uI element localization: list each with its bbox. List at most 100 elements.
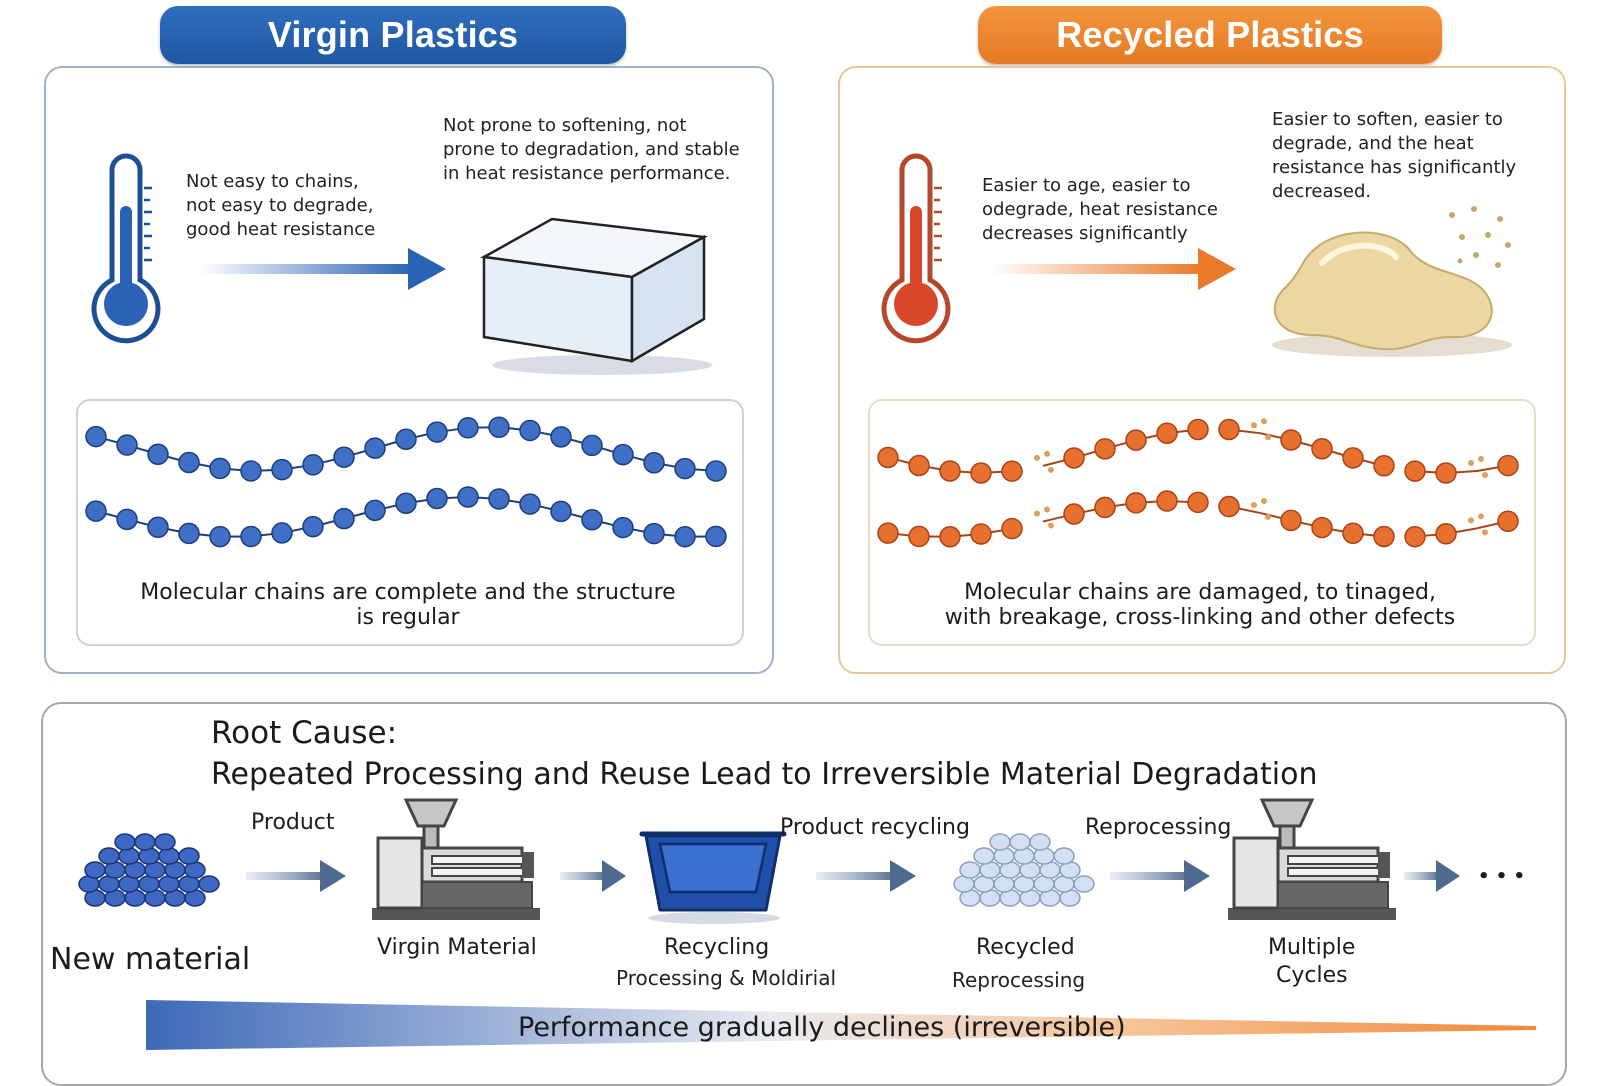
chain-bead <box>1219 419 1239 439</box>
chain-bead <box>971 463 991 483</box>
stage-multiple: Multiple <box>1268 935 1355 960</box>
chain-bead <box>241 461 261 481</box>
pellet <box>199 876 219 892</box>
root-cause-subtitle: Repeated Processing and Reuse Lead to Ir… <box>211 757 1317 792</box>
chain-bead <box>1498 456 1518 476</box>
injection-machine-icon <box>1228 796 1398 921</box>
chain-bead <box>396 493 416 513</box>
arrow-icon <box>200 246 450 292</box>
chain-bead <box>1343 523 1363 543</box>
chain-bead <box>1436 524 1456 544</box>
recycled-molecular-chains <box>868 399 1532 569</box>
chain-bead <box>971 524 991 544</box>
chain-bead <box>706 461 726 481</box>
chain-bead <box>675 459 695 479</box>
pellet <box>115 834 135 850</box>
chain-bead <box>1498 511 1518 531</box>
plastic-tray-icon <box>638 826 788 926</box>
chain-bead <box>117 435 137 455</box>
chain-bead <box>210 527 230 547</box>
chain-bead <box>427 489 447 509</box>
chain-bead <box>334 447 354 467</box>
chain-bead <box>365 438 385 458</box>
chain-bead <box>1095 439 1115 459</box>
pellet <box>85 862 105 878</box>
chain-bead <box>1064 448 1084 468</box>
virgin-result-note: Not prone to softening, not prone to deg… <box>443 114 763 186</box>
chain-bead <box>458 487 478 507</box>
chain-bead <box>489 489 509 509</box>
chain-bead <box>86 427 106 447</box>
ice-cube-icon <box>482 215 722 375</box>
chain-bead <box>241 526 261 546</box>
pellet <box>135 834 155 850</box>
chain-bead <box>940 461 960 481</box>
chain-bead <box>675 527 695 547</box>
arrow-label-product: Product <box>251 810 335 835</box>
chain-bead <box>148 444 168 464</box>
stage-recycling-sub: Processing & Moldirial <box>616 966 836 990</box>
flow-arrow <box>1404 856 1464 896</box>
chain-bead <box>272 460 292 480</box>
chain-bead <box>1002 461 1022 481</box>
pellet <box>99 848 119 864</box>
chain-bead <box>520 494 540 514</box>
chain-bead <box>179 523 199 543</box>
melted-blob-icon <box>1262 205 1532 370</box>
chain-bead <box>1219 497 1239 517</box>
virgin-chain-caption: Molecular chains are complete and the st… <box>100 580 716 630</box>
chain-bead <box>1281 430 1301 450</box>
chain-bead <box>1188 492 1208 512</box>
virgin-thermo-note: Not easy to chains, not easy to degrade,… <box>186 170 406 242</box>
chain-bead <box>1374 527 1394 547</box>
chain-bead <box>1157 423 1177 443</box>
recycled-plastics-title: Recycled Plastics <box>978 6 1442 64</box>
chain-bead <box>551 427 571 447</box>
chain-bead <box>1064 504 1084 524</box>
recycled-thermo-note: Easier to age, easier to odegrade, heat … <box>982 174 1232 246</box>
pellet <box>1010 834 1030 850</box>
pellet <box>155 834 175 850</box>
thermometer-icon <box>86 158 166 338</box>
recycled-pellet-icon <box>940 816 1100 916</box>
chain-bead <box>1157 491 1177 511</box>
root-cause-title: Root Cause: <box>211 715 397 751</box>
stage-recycled: Recycled <box>976 935 1075 960</box>
chain-bead <box>458 418 478 438</box>
chain-bead <box>334 509 354 529</box>
pellet <box>1074 876 1094 892</box>
chain-bead <box>489 417 509 437</box>
chain-bead <box>644 524 664 544</box>
chain-bead <box>1343 448 1363 468</box>
injection-machine-icon <box>372 796 542 921</box>
pellet <box>990 834 1010 850</box>
performance-bar-label: Performance gradually declines (irrevers… <box>518 1012 1126 1043</box>
chain-bead <box>86 501 106 521</box>
chain-bead <box>1312 518 1332 538</box>
chain-bead <box>520 420 540 440</box>
recycled-chain-caption: Molecular chains are damaged, to tinaged… <box>890 580 1510 630</box>
recycled-result-note: Easier to soften, easier to degrade, and… <box>1272 108 1542 204</box>
chain-bead <box>644 453 664 473</box>
pellet-pile-icon <box>60 816 230 916</box>
chain-bead <box>1436 463 1456 483</box>
chain-bead <box>1095 497 1115 517</box>
chain-bead <box>179 452 199 472</box>
chain-bead <box>117 509 137 529</box>
chain-bead <box>148 517 168 537</box>
ellipsis: • • • <box>1478 866 1525 887</box>
chain-bead <box>909 526 929 546</box>
chain-bead <box>210 458 230 478</box>
chain-bead <box>303 455 323 475</box>
chain-bead <box>1126 493 1146 513</box>
thermometer-icon <box>876 158 956 338</box>
chain-bead <box>1405 461 1425 481</box>
virgin-plastics-title: Virgin Plastics <box>160 6 626 64</box>
chain-bead <box>1188 419 1208 439</box>
chain-bead <box>613 445 633 465</box>
chain-bead <box>706 526 726 546</box>
chain-bead <box>878 523 898 543</box>
chain-bead <box>878 448 898 468</box>
chain-bead <box>272 523 292 543</box>
chain-bead <box>1405 527 1425 547</box>
